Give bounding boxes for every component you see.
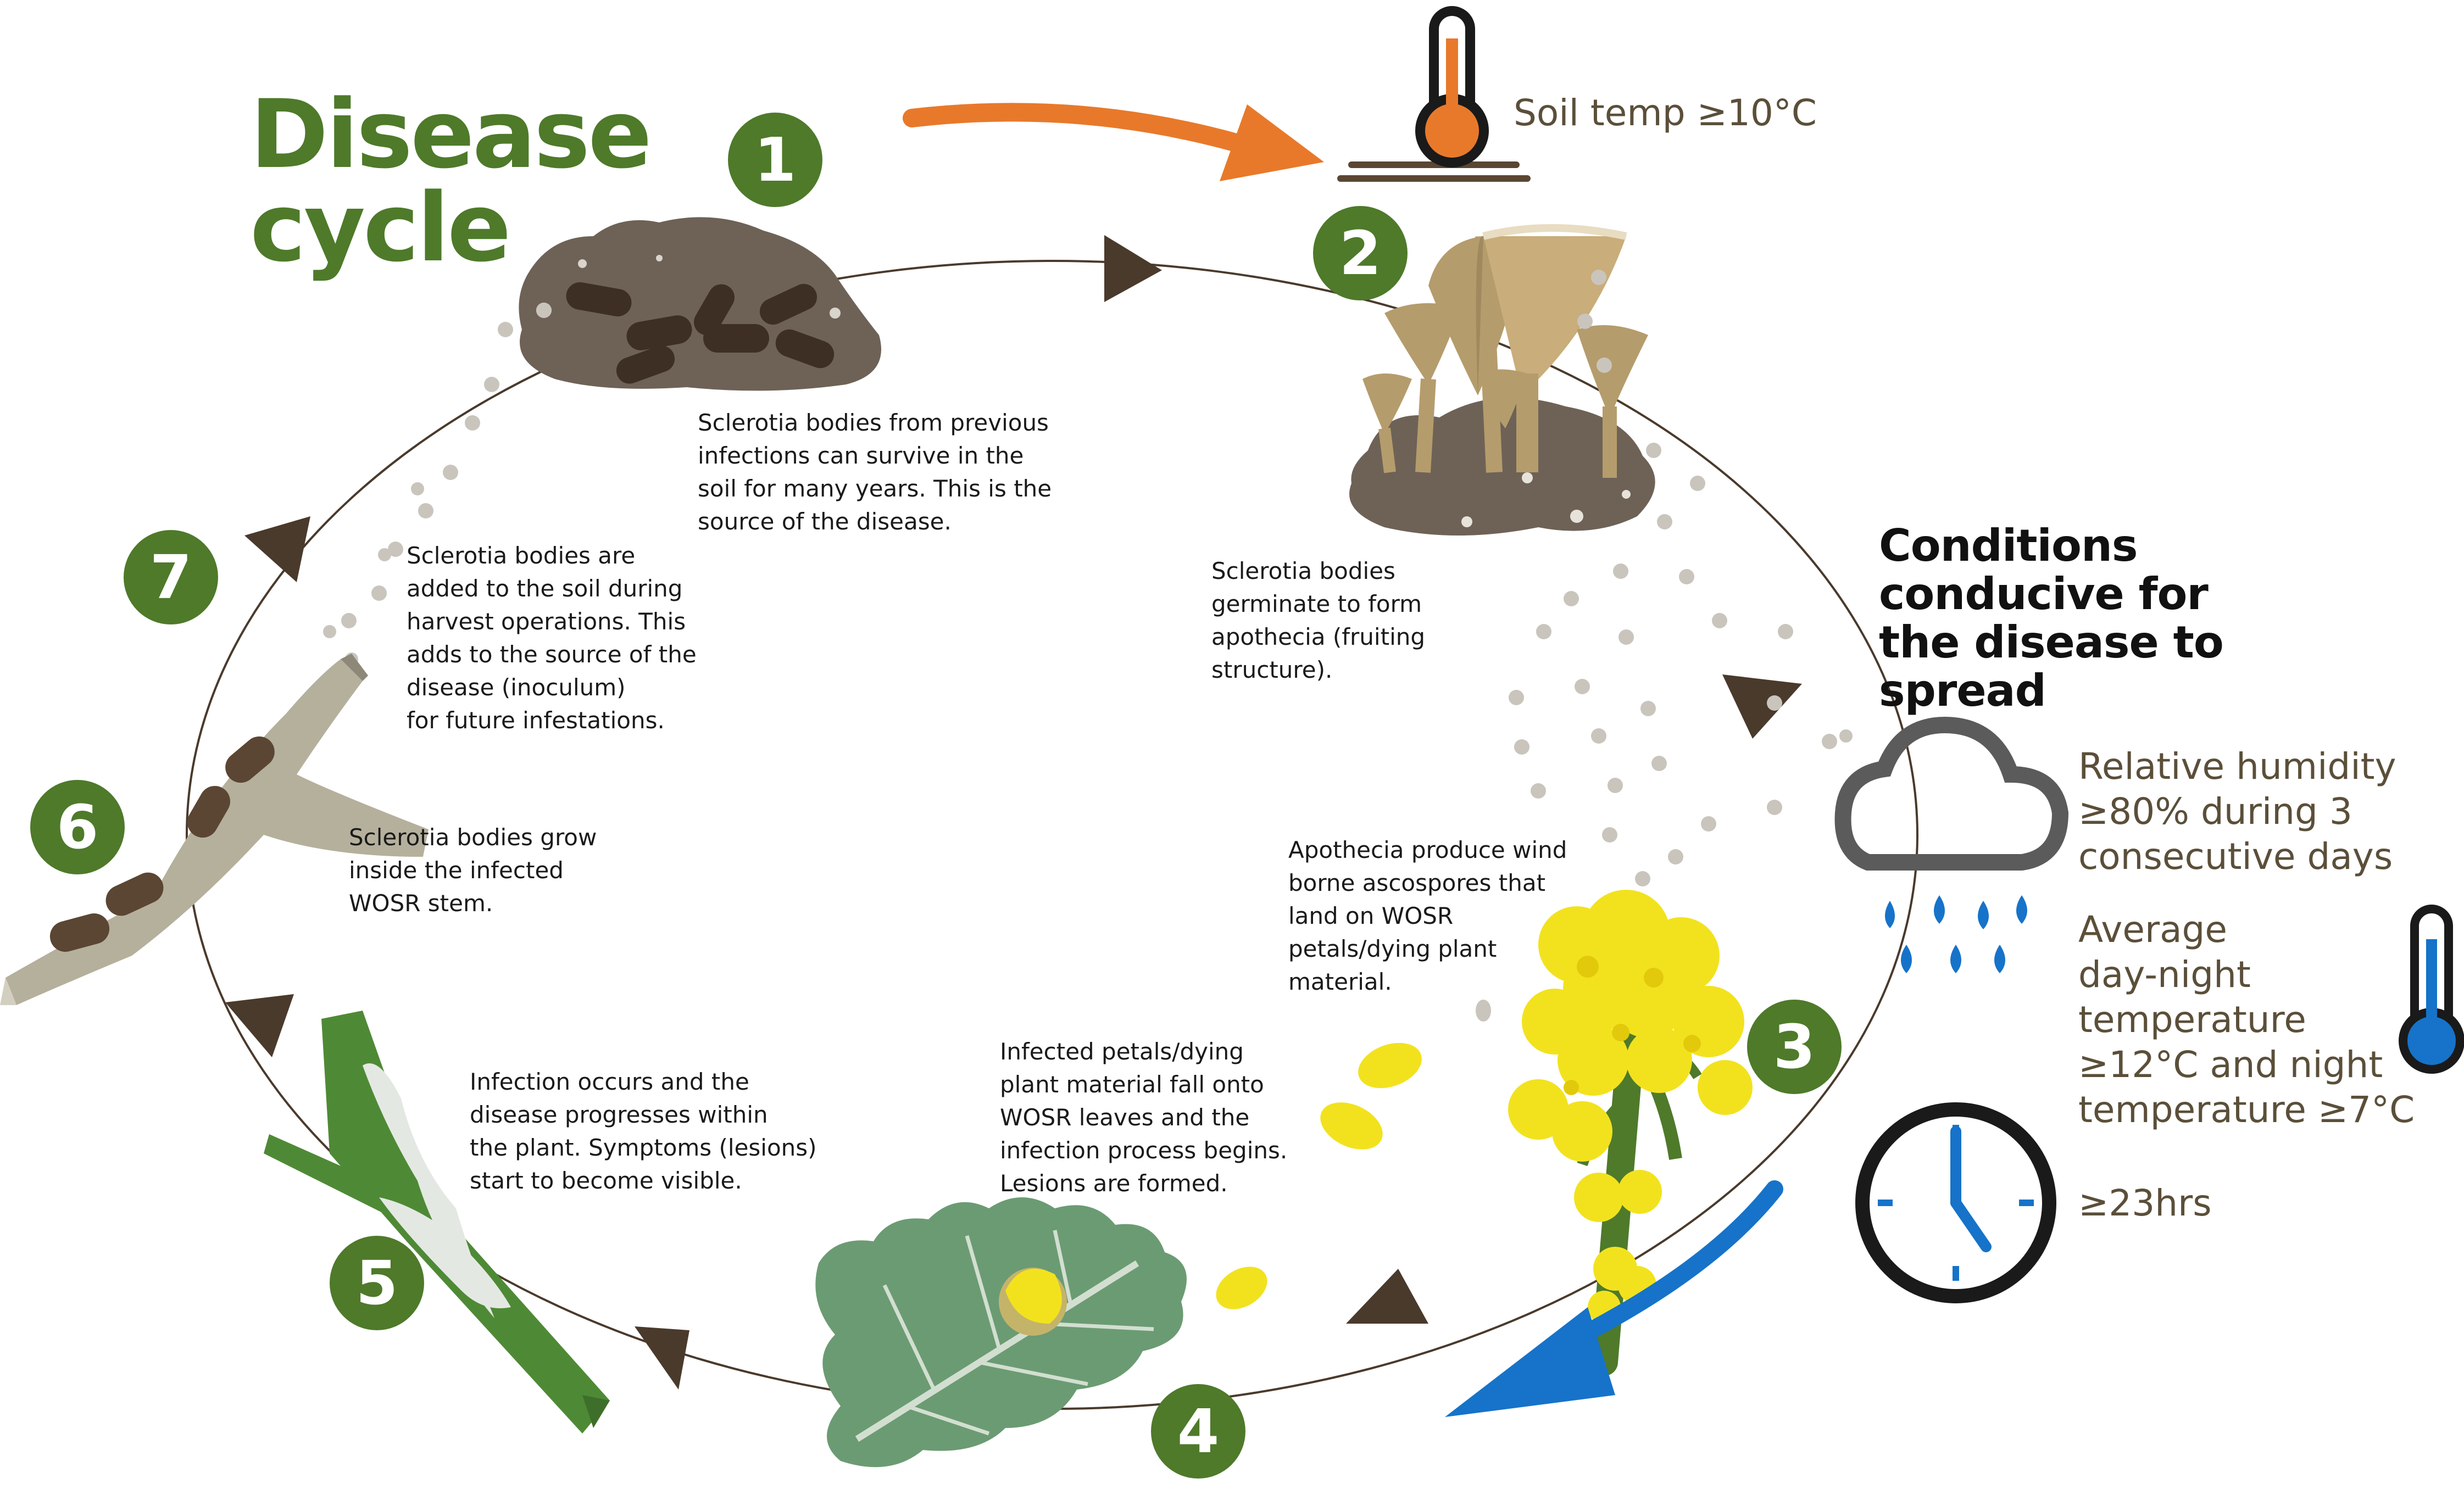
step-number-5: 5 (330, 1236, 424, 1330)
blue-arrow-head (1445, 1307, 1615, 1417)
cycle-arrow-bottom-right (1346, 1269, 1428, 1324)
soil-thermometer-icon (1337, 6, 1531, 182)
step-number-4: 4 (1151, 1384, 1245, 1479)
orange-arrow-head (1220, 104, 1324, 181)
step-7-description: Sclerotia bodies are added to the soil d… (407, 542, 697, 734)
soil-sclerotia-icon (519, 217, 881, 391)
step-number-3: 3 (1747, 1000, 1842, 1094)
step-2-description: Sclerotia bodies germinate to form apoth… (1211, 557, 1426, 683)
temperature-condition: Average day-night temperature ≥12°C and … (2078, 908, 2415, 1131)
step-number-6: 6 (30, 780, 125, 874)
rain-cloud-icon (1834, 716, 2069, 973)
step-5-description: Infection occurs and the disease progres… (470, 1068, 817, 1194)
page-title: Disease cycle (250, 79, 652, 283)
step-6-description: Sclerotia bodies grow inside the infecte… (349, 824, 597, 917)
cycle-arrow-left-lower (225, 994, 294, 1057)
infected-leaf-icon (815, 1197, 1187, 1468)
cycle-arrow-right (1722, 674, 1802, 739)
step-number-7: 7 (124, 530, 218, 624)
title-line-1: Disease (250, 79, 652, 189)
step-4-description: Infected petals/dying plant material fal… (1000, 1038, 1288, 1197)
rapeseed-flower-icon (1216, 890, 1753, 1376)
orange-arrow-icon (903, 103, 1245, 152)
thermometer-icon (2399, 905, 2464, 1074)
cycle-arrow-left-upper (244, 516, 310, 582)
step-number-2: 2 (1313, 206, 1408, 300)
step-number-1: 1 (728, 113, 822, 207)
cycle-arrow-bottom-left (635, 1326, 689, 1390)
apothecia-icon (1349, 224, 1655, 536)
soil-temp-label: Soil temp ≥10°C (1514, 92, 1817, 134)
cycle-arrow-top (1104, 235, 1162, 302)
title-line-2: cycle (250, 172, 511, 283)
humidity-condition: Relative humidity ≥80% during 3 consecut… (2078, 745, 2396, 878)
conditions-title: Conditions conducive for the disease to … (1879, 520, 2224, 716)
clock-icon (1855, 1102, 2056, 1303)
infected-stem-icon (264, 1011, 610, 1434)
step-1-description: Sclerotia bodies from previous infection… (698, 409, 1052, 535)
duration-condition: ≥23hrs (2078, 1182, 2212, 1224)
sclerotia-stem-icon (0, 654, 429, 1005)
step-3-description: Apothecia produce wind borne ascospores … (1288, 836, 1567, 995)
